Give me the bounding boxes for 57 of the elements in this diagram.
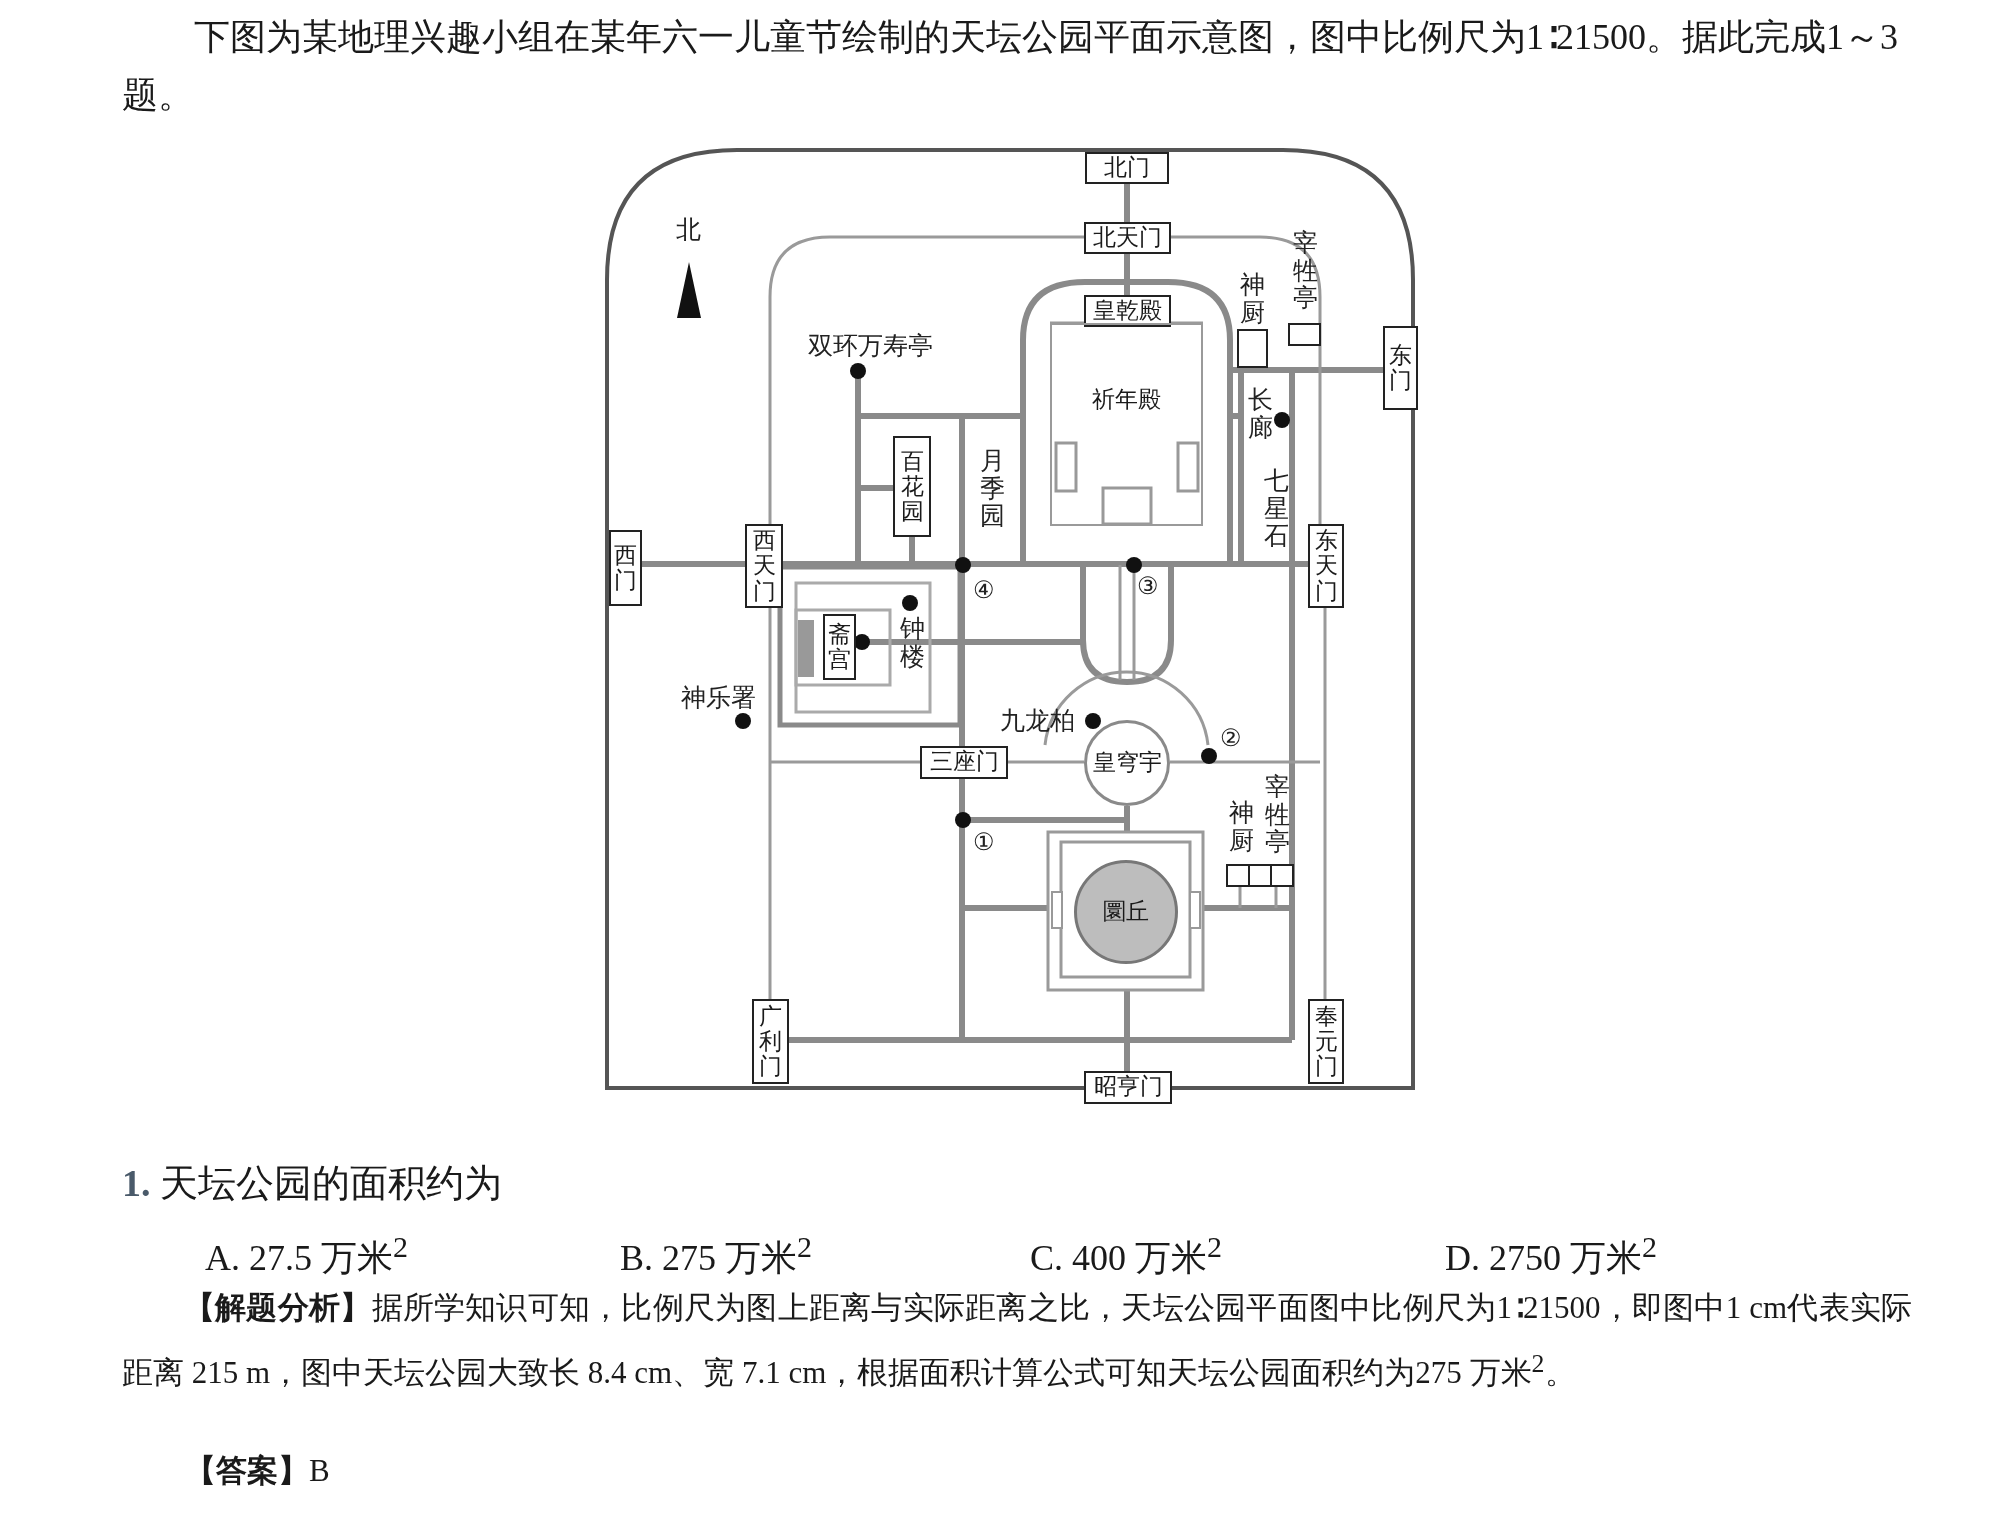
palace-sign	[823, 614, 856, 680]
point-number: ③	[1137, 573, 1159, 601]
building-marker	[1288, 323, 1321, 346]
building-marker	[1237, 329, 1268, 368]
place-name: 皇乾殿	[1093, 297, 1162, 325]
place-label: 钟楼	[899, 614, 925, 670]
point-number: ④	[973, 577, 995, 605]
answer-option: C. 400 万米$^{2}$	[1030, 1222, 1222, 1283]
answer-text: 【答案】B	[185, 1452, 330, 1490]
building-marker	[1226, 864, 1294, 887]
place-label: 宰牲亭	[1264, 772, 1290, 856]
place-name: 东天门	[1314, 528, 1338, 604]
gate-sign	[1085, 152, 1169, 184]
place-name: 皇穹宇	[1092, 749, 1162, 777]
place-label: 神厨	[1228, 798, 1254, 854]
place-name: 圜丘	[1103, 898, 1149, 926]
place-name: 广利门	[759, 1003, 782, 1080]
place-label: 神乐署	[680, 683, 756, 713]
question-text: 1. 天坛公园的面积约为	[122, 1161, 502, 1206]
gate-sign	[1308, 999, 1344, 1084]
answer-option: B. 275 万米$^{2}$	[620, 1222, 812, 1283]
gate-sign	[1383, 326, 1418, 410]
place-label: 七星石	[1263, 466, 1289, 550]
place-label: 神厨	[1239, 270, 1265, 326]
place-label: 宰牲亭	[1292, 228, 1318, 312]
gate-sign	[609, 530, 642, 606]
place-label: 双环万寿亭	[807, 331, 933, 361]
gate-sign	[752, 999, 789, 1084]
place-name: 东门	[1389, 342, 1412, 394]
place-label: 长廊	[1247, 385, 1273, 441]
answer-option: D. 2750 万米$^{2}$	[1445, 1222, 1657, 1283]
point-number: ①	[973, 829, 995, 857]
place-name: 西门	[614, 542, 637, 594]
analysis-text: 【解题分析】据所学知识可知，比例尺为图上距离与实际距离之比，天坛公园平面图中比例尺为1∶21500，即图中1 cm代表实际距离 215 m，图中天坛公园大致长 8.4 cm、宽 7.1 cm，根据面积计算公式可知天坛公园面积约为275 万米$^{2}$。	[122, 1289, 1912, 1393]
garden-sign	[893, 436, 931, 537]
hall-area	[1050, 323, 1203, 526]
gate-sign	[1308, 524, 1344, 608]
gate-sign	[1084, 222, 1171, 254]
question-intro: 下图为某地理兴趣小组在某年六一儿童节绘制的天坛公园平面示意图，图中比例尺为1∶21500。据此完成1～3题。	[122, 16, 1899, 117]
place-name: 北天门	[1093, 224, 1162, 252]
gate-sign	[745, 524, 783, 608]
place-name: 祈年殿	[1092, 387, 1161, 414]
place-label: 月季园	[979, 446, 1005, 530]
point-number: ②	[1220, 725, 1242, 753]
gate-sign	[1084, 1071, 1172, 1104]
place-name: 三座门	[929, 749, 999, 776]
place-name: 奉元门	[1314, 1003, 1338, 1080]
gate-sign	[920, 746, 1008, 779]
place-name: 斋宫	[828, 621, 851, 673]
place-name: 百花园	[900, 448, 924, 525]
place-name: 西天门	[752, 528, 776, 604]
place-name: 昭亨门	[1093, 1074, 1163, 1101]
place-label: 北	[675, 215, 701, 245]
answer-option: A. 27.5 万米$^{2}$	[205, 1222, 408, 1283]
hall-sign	[1084, 295, 1171, 327]
place-label: 九龙柏	[999, 706, 1075, 736]
place-name: 北门	[1104, 154, 1150, 182]
